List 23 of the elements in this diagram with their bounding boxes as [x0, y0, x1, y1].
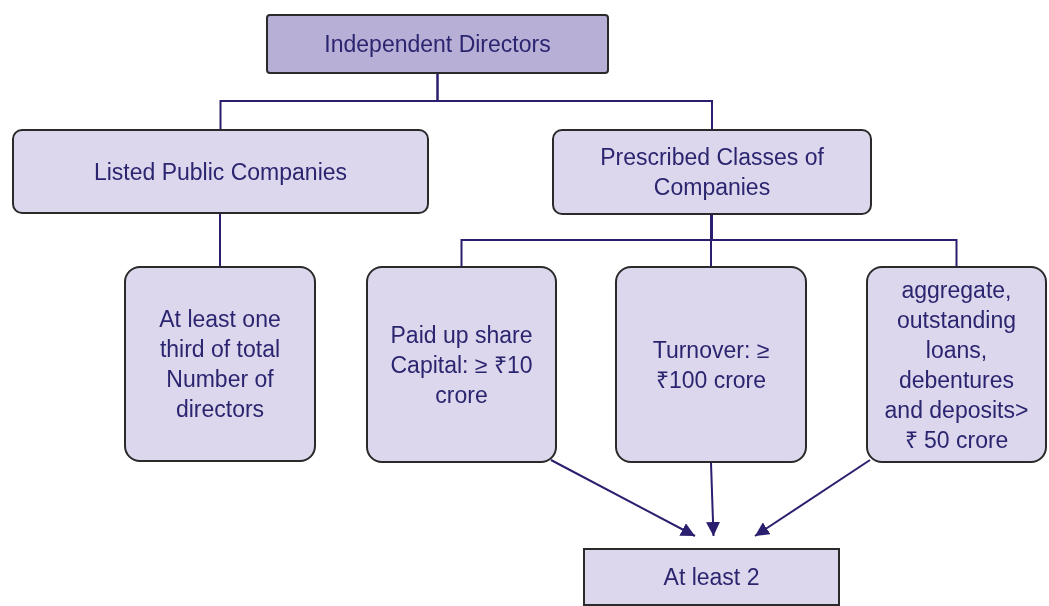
box-text: Paid up share Capital: ≥ ₹10 crore — [389, 320, 534, 410]
arrow — [706, 462, 720, 537]
connector-line — [710, 214, 712, 267]
connector-line — [711, 214, 958, 267]
box-text: Listed Public Companies — [93, 157, 348, 187]
box — [366, 266, 557, 463]
box — [124, 266, 316, 462]
box — [12, 129, 429, 214]
arrow — [754, 459, 871, 537]
box — [866, 266, 1047, 463]
box — [615, 266, 807, 463]
box-text: Prescribed Classes of Companies — [599, 143, 825, 202]
box-text: aggregate, outstanding loans, debentures and deposits> ₹ 50 crore — [884, 275, 1029, 455]
connector-line — [436, 73, 713, 130]
arrow — [550, 459, 696, 537]
connector-line — [219, 213, 221, 267]
box-text: Independent Directors — [324, 30, 551, 59]
box-text: At least one third of total Number of directors — [158, 305, 282, 424]
box — [266, 14, 609, 74]
box-text: At least 2 — [663, 563, 760, 592]
box — [552, 129, 872, 215]
box — [583, 548, 840, 606]
box-text: Turnover: ≥ ₹100 crore — [651, 335, 771, 395]
